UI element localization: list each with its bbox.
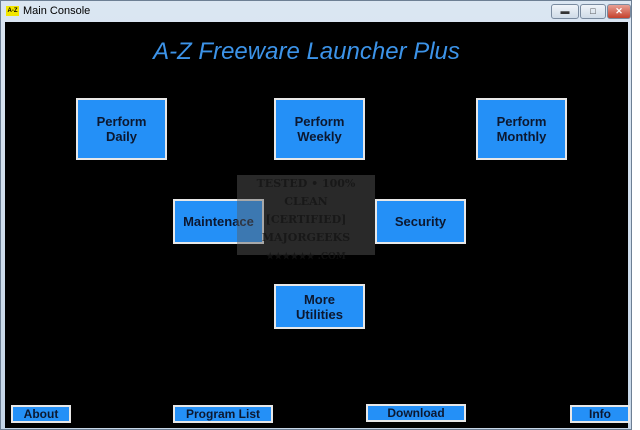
download-button[interactable]: Download: [366, 404, 466, 422]
about-button[interactable]: About: [11, 405, 71, 423]
label: More: [303, 291, 336, 307]
maximize-icon[interactable]: □: [580, 4, 606, 19]
window-title: Main Console: [23, 5, 91, 17]
label: Utilities: [296, 306, 343, 322]
info-button[interactable]: Info: [570, 405, 630, 423]
label: Security: [394, 214, 447, 229]
label: Perform: [294, 114, 345, 129]
label: Weekly: [297, 129, 342, 144]
security-button[interactable]: Security: [375, 199, 466, 244]
label: Perform: [96, 114, 147, 129]
label: Monthly: [496, 129, 547, 144]
minimize-icon[interactable]: ▬: [551, 4, 579, 19]
close-icon[interactable]: ✕: [607, 4, 631, 19]
label: Daily: [105, 129, 138, 144]
app-title: A-Z Freeware Launcher Plus: [153, 38, 460, 65]
label: Perform: [496, 114, 547, 129]
maintenance-button[interactable]: Maintenace: [173, 199, 264, 244]
label: Maintenace: [183, 214, 254, 229]
title-bar[interactable]: A-Z Main Console ▬ □ ✕: [1, 1, 631, 22]
app-icon: A-Z: [6, 6, 19, 16]
program-list-button[interactable]: Program List: [173, 405, 273, 423]
